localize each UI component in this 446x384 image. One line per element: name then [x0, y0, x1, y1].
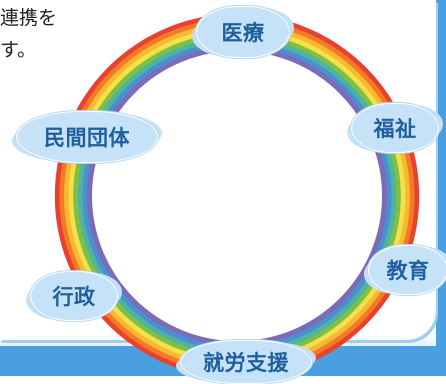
rainbow-band-4 [68, 27, 406, 365]
rainbow-band-8 [87, 46, 387, 346]
node-label-education: 教育 [386, 259, 430, 283]
node-education: 教育 [368, 245, 446, 295]
right-blue-band [436, 0, 446, 376]
node-label-private-organization: 民間団体 [44, 126, 130, 150]
rainbow-band-1 [54, 13, 420, 376]
node-label-welfare: 福祉 [373, 117, 417, 141]
rainbow-band-6 [77, 36, 397, 356]
node-private-organization: 民間団体 [16, 111, 158, 163]
node-label-medical: 医療 [221, 21, 265, 45]
node-label-administration: 行政 [52, 285, 96, 309]
rainbow-band-2 [59, 18, 415, 374]
node-employment-support: 就労支援 [180, 340, 312, 384]
rainbow-band-3 [64, 23, 410, 369]
rainbow-band-5 [73, 32, 401, 360]
node-medical: 医療 [196, 6, 290, 58]
node-welfare: 福祉 [351, 103, 439, 153]
rainbow-band-7 [82, 41, 392, 351]
intro-text: 連携を す。 [0, 7, 58, 61]
node-administration: 行政 [30, 271, 118, 321]
node-label-employment-support: 就労支援 [203, 351, 289, 375]
